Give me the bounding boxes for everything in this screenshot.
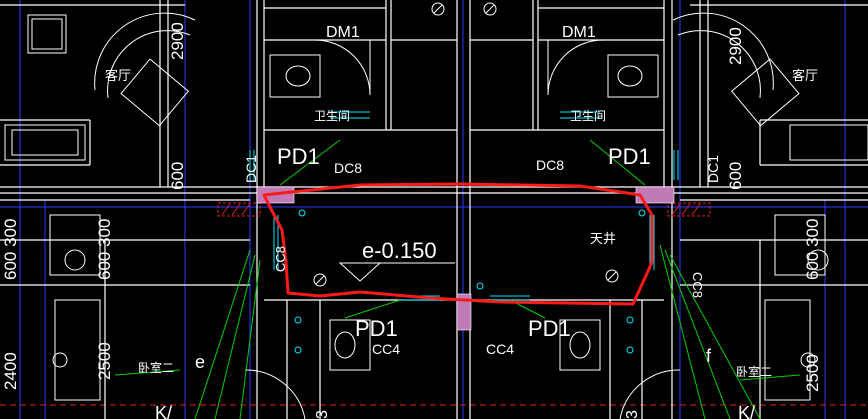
dim-2900-right: 2900: [726, 27, 745, 65]
label-pd1-upper-left: PD1: [277, 144, 320, 169]
dim-3-right: 3: [624, 410, 641, 419]
skywell-highlight[interactable]: [262, 182, 654, 306]
label-dm1-left: DM1: [326, 24, 360, 41]
dim-dc1-right: DC1: [705, 155, 721, 183]
label-wc-right: 卫生间: [570, 109, 606, 123]
label-dc8-left: DC8: [334, 160, 362, 176]
label-axis-k-right: K/: [738, 403, 755, 419]
dim-2900-left: 2900: [168, 22, 187, 60]
elevation-marker: [338, 262, 455, 282]
dim-600-300-right: 600 300: [803, 219, 822, 280]
label-cc4-left: CC4: [372, 341, 400, 357]
door-swings: [244, 39, 681, 419]
dim-600-300-mid: 600 300: [95, 219, 114, 280]
label-dm1-right: DM1: [562, 24, 596, 41]
label-pd1-lower-left: PD1: [355, 316, 398, 341]
label-elevation: e-0.150: [362, 238, 437, 263]
toilets: [269, 54, 659, 371]
dim-600-300-left: 600 300: [1, 219, 20, 280]
label-axis-f: f: [706, 346, 712, 366]
label-axis-e: e: [195, 352, 205, 372]
leader-lines: [114, 139, 801, 419]
hatch-boxes: [217, 202, 711, 217]
label-cc8-left: CC8: [273, 246, 288, 272]
floor-drains: [52, 2, 816, 368]
label-cc4-right: CC4: [486, 341, 514, 357]
label-living-left: 客厅: [105, 68, 131, 83]
dim-600-right: 600: [726, 162, 745, 190]
label-pd1-upper-right: PD1: [608, 144, 651, 169]
label-dc8-right: DC8: [536, 157, 564, 173]
annotation-text: DM1 DM1 客厅 客厅 卫生间 卫生间 PD1 PD1 DC8 DC8 e-…: [1, 22, 822, 419]
label-axis-k-left: K/: [155, 403, 172, 419]
label-wc-left: 卫生间: [314, 109, 350, 123]
label-bedroom-right: 卧室二: [736, 364, 772, 379]
dim-2500-left: 2500: [95, 342, 114, 380]
label-bedroom-left: 卧室二: [138, 360, 174, 375]
furniture-right: [672, 12, 868, 401]
furniture-left: [4, 12, 829, 401]
label-living-right: 客厅: [792, 68, 818, 83]
dim-2500-right: 2500: [803, 354, 822, 392]
dim-2400: 2400: [1, 352, 20, 390]
label-pd1-lower-right: PD1: [528, 316, 571, 341]
label-courtyard: 天井: [590, 231, 616, 246]
dim-600-left: 600: [168, 162, 187, 190]
dim-3-left: 3: [314, 410, 331, 419]
dim-dc1-left: DC1: [243, 155, 259, 183]
label-cc8-right: CC8: [690, 272, 705, 298]
